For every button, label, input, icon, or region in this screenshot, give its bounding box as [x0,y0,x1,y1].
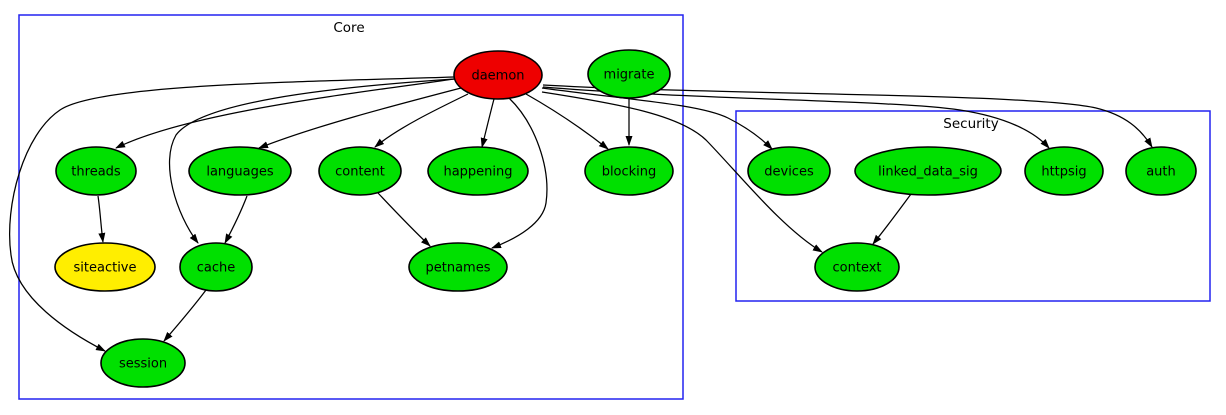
node-cache-ellipse [179,242,253,292]
edge-daemon-to-devices [541,87,773,150]
node-threads-ellipse [55,146,137,196]
node-migrate: migrate [587,49,671,99]
node-threads: threads [55,146,137,196]
node-httpsig-label: httpsig [1041,165,1086,180]
node-devices-ellipse [747,146,831,196]
node-migrate-ellipse [587,49,671,99]
node-petnames-label: petnames [426,261,491,276]
node-context-ellipse [814,242,900,292]
edge-daemon-to-httpsig [542,86,1050,149]
node-siteactive: siteactive [54,242,156,292]
node-languages-ellipse [188,146,292,196]
node-happening-ellipse [427,146,529,196]
edge-daemon-to-languages [258,87,462,149]
edge-linked_data_sig-to-context [872,193,912,245]
node-daemon-label: daemon [471,69,524,84]
node-session-label: session [119,357,167,372]
node-auth-ellipse [1125,146,1197,196]
node-linked_data_sig-label: linked_data_sig [878,165,978,180]
edge-daemon-to-blocking [525,93,609,150]
node-content: content [318,146,402,196]
edge-daemon-to-threads [115,78,455,149]
node-auth: auth [1125,146,1197,196]
node-cache: cache [179,242,253,292]
edge-daemon-to-context [541,91,823,253]
cluster-core-border [18,14,684,400]
node-session: session [100,338,186,388]
node-context-label: context [833,261,882,276]
node-linked_data_sig-ellipse [854,146,1002,196]
node-siteactive-ellipse [54,242,156,292]
node-content-label: content [335,165,385,180]
node-blocking-ellipse [584,146,674,196]
node-blocking-label: blocking [602,165,657,180]
cluster-core-label: Core [333,20,364,36]
cluster-security-label: Security [943,116,998,132]
edge-layer [9,76,1153,352]
node-cache-label: cache [197,261,236,276]
edge-daemon-to-petnames [491,97,548,249]
edge-content-to-petnames [377,192,431,247]
edge-daemon-to-session [9,76,455,352]
node-daemon: daemon [453,50,543,100]
node-happening: happening [427,146,529,196]
node-httpsig-ellipse [1024,146,1104,196]
node-siteactive-label: siteactive [74,261,137,276]
node-languages: languages [188,146,292,196]
node-httpsig: httpsig [1024,146,1104,196]
node-linked_data_sig: linked_data_sig [854,146,1002,196]
node-devices-label: devices [764,165,814,180]
edge-languages-to-cache [224,195,248,244]
node-content-ellipse [318,146,402,196]
edge-cache-to-session [163,289,207,342]
node-blocking: blocking [584,146,674,196]
node-session-ellipse [100,338,186,388]
edge-daemon-to-auth [542,84,1153,148]
node-layer: daemon migrate threads languages content happ… [54,49,1197,388]
node-languages-label: languages [206,165,274,180]
edge-daemon-to-happening [480,98,495,148]
node-devices: devices [747,146,831,196]
edge-daemon-to-content [374,93,469,148]
edge-daemon-to-cache [168,78,455,244]
node-petnames: petnames [408,242,508,292]
node-migrate-label: migrate [604,68,655,83]
cluster-security-border [735,110,1211,302]
edge-threads-to-siteactive [97,195,106,243]
node-context: context [814,242,900,292]
node-daemon-ellipse [453,50,543,100]
node-happening-label: happening [443,165,512,180]
node-auth-label: auth [1146,165,1176,180]
node-petnames-ellipse [408,242,508,292]
node-threads-label: threads [71,165,121,180]
